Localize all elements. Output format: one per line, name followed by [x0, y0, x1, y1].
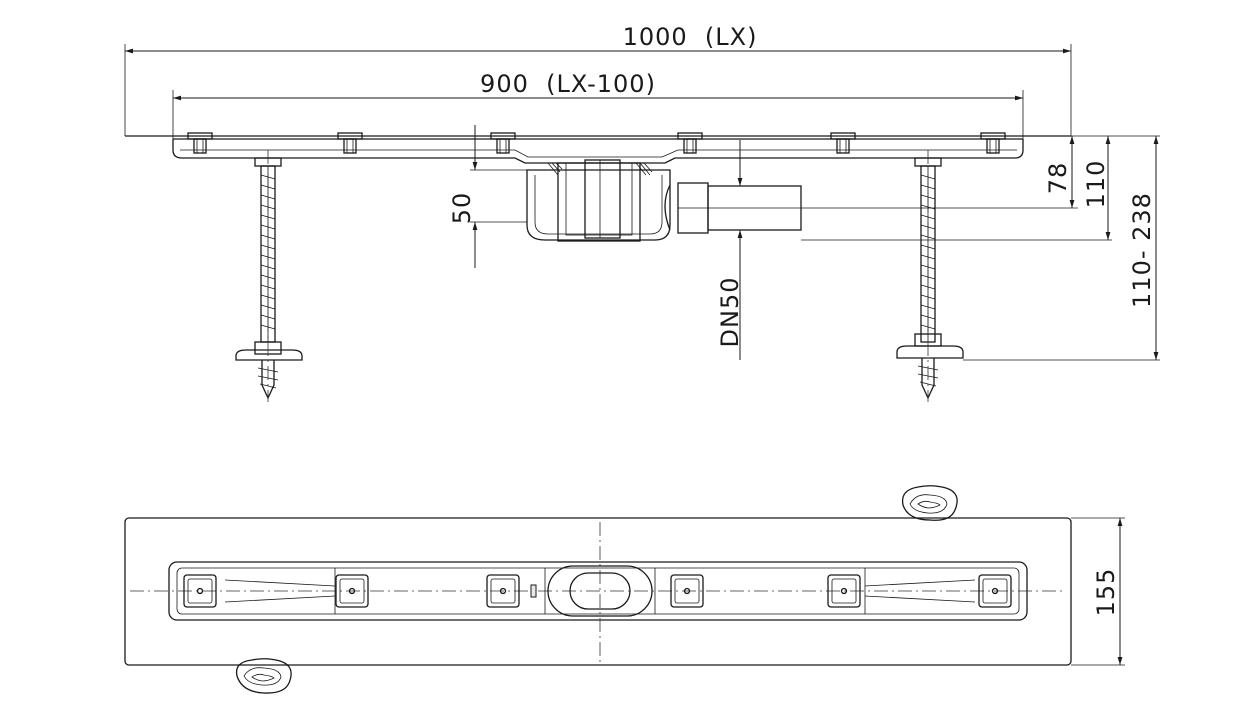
- plan-view: 155: [124, 485, 1125, 694]
- dim-overall-length: 1000 (LX): [623, 23, 758, 51]
- plan-foot-bottom: [235, 658, 292, 694]
- top-clips: [187, 132, 1006, 154]
- dim-height-110: 110: [1082, 160, 1110, 209]
- left-leg: [235, 150, 303, 402]
- plan-foot-top: [901, 485, 958, 521]
- dim-height-78: 78: [1044, 162, 1072, 195]
- plan-clips: [183, 574, 1012, 608]
- right-leg: [896, 150, 964, 402]
- dim-outlet-depth: 50: [448, 192, 476, 225]
- side-view: 1000 (LX) 900 (LX-100) 50 DN50 78 110 11…: [124, 23, 1160, 402]
- dim-outlet-size: DN50: [716, 277, 744, 348]
- dim-inner-length: 900 (LX-100): [480, 70, 656, 98]
- siphon-outlet: [526, 159, 802, 242]
- dim-height-range: 110- 238: [1128, 192, 1156, 308]
- dim-width: 155: [1092, 568, 1120, 617]
